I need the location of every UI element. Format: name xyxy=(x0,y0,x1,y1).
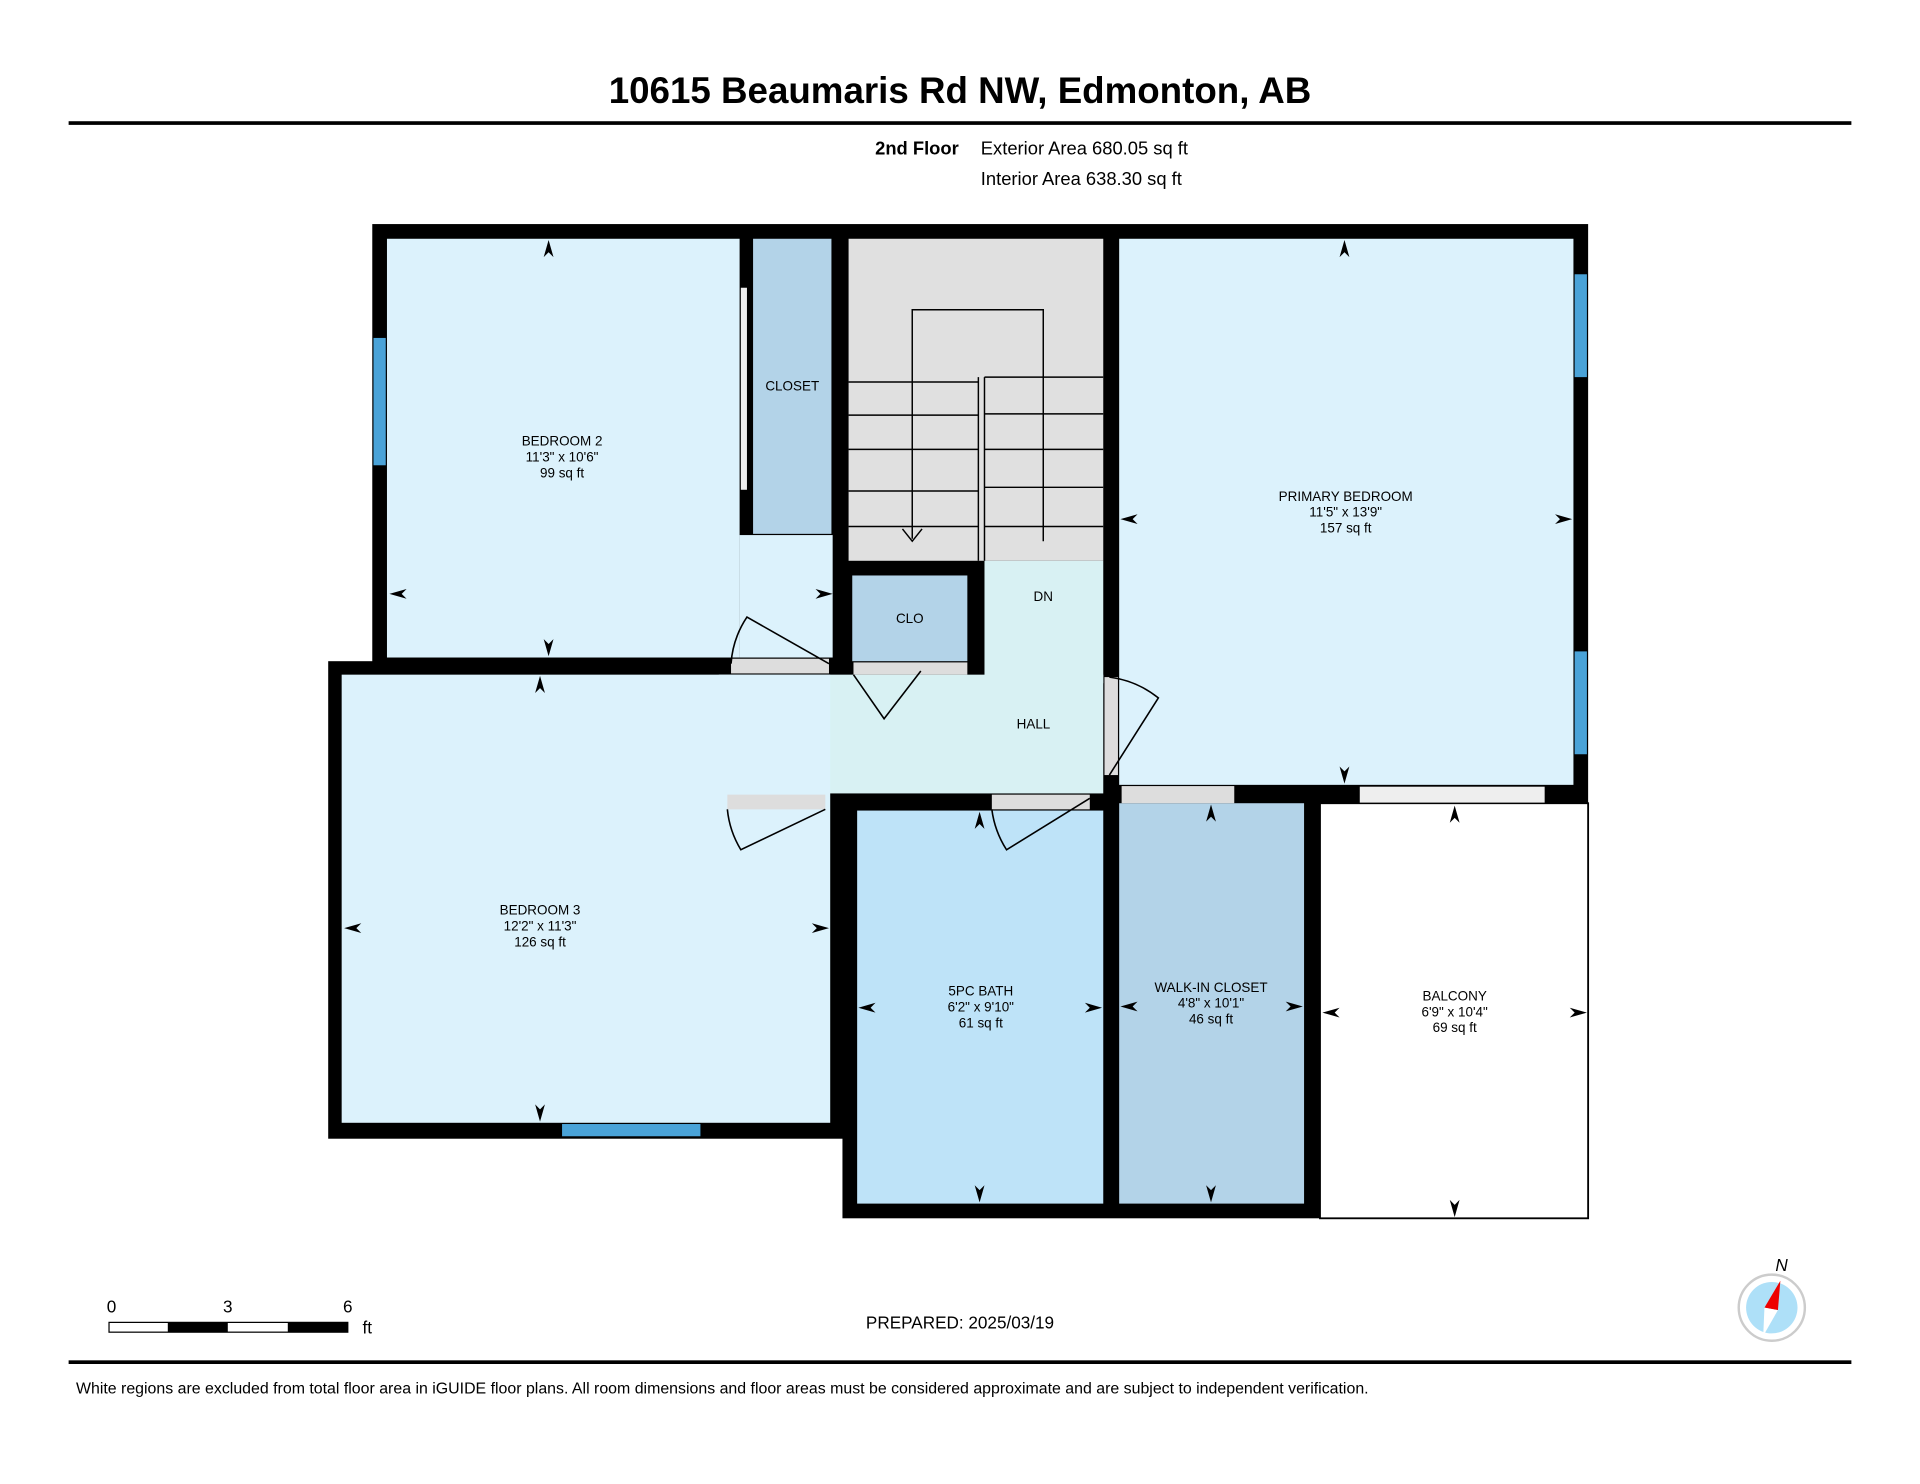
dimension-arrows xyxy=(344,239,1587,1218)
dn-label: DN xyxy=(1034,589,1053,604)
svg-text:N: N xyxy=(1775,1255,1788,1275)
room-clo xyxy=(852,575,968,662)
room-walk-in-closet xyxy=(1119,803,1305,1204)
svg-text:6: 6 xyxy=(343,1297,353,1317)
walkin-area: 46 sq ft xyxy=(1189,1012,1233,1027)
walkin-dims: 4'8" x 10'1" xyxy=(1178,996,1245,1011)
bedroom3-name: BEDROOM 3 xyxy=(500,903,581,918)
header-divider xyxy=(68,121,1852,125)
page-title: 10615 Beaumaris Rd NW, Edmonton, AB xyxy=(609,70,1312,111)
closet-name: CLOSET xyxy=(765,379,819,394)
balcony-area: 69 sq ft xyxy=(1433,1020,1477,1035)
primary-area: 157 sq ft xyxy=(1320,521,1372,536)
primary-dims: 11'5" x 13'9" xyxy=(1309,505,1382,520)
stairs xyxy=(848,238,1104,561)
balcony-dims: 6'9" x 10'4" xyxy=(1422,1004,1489,1019)
bath-name: 5PC BATH xyxy=(948,983,1013,998)
floor-name: 2nd Floor xyxy=(875,137,959,158)
bedroom3-area: 126 sq ft xyxy=(514,934,566,949)
svg-text:3: 3 xyxy=(223,1297,233,1317)
bedroom2-area: 99 sq ft xyxy=(540,466,584,481)
room-primary-bedroom xyxy=(1119,238,1574,785)
svg-text:0: 0 xyxy=(107,1297,117,1317)
room-closet xyxy=(753,238,832,534)
room-balcony xyxy=(1319,802,1590,1220)
disclaimer: White regions are excluded from total fl… xyxy=(76,1380,1369,1397)
footer-divider xyxy=(68,1360,1852,1365)
hall-name: HALL xyxy=(1017,717,1051,732)
windows xyxy=(373,274,1587,1137)
clo-name: CLO xyxy=(896,611,924,626)
door-swings xyxy=(726,616,1160,851)
room-5pc-bath xyxy=(857,810,1104,1204)
walkin-name: WALK-IN CLOSET xyxy=(1154,980,1267,995)
scale-bar: 0 3 6 ft xyxy=(107,1297,373,1338)
room-bedroom-3 xyxy=(341,674,831,1123)
bath-dims: 6'2" x 9'10" xyxy=(948,999,1015,1014)
interior-area: Interior Area 638.30 sq ft xyxy=(981,168,1182,189)
primary-name: PRIMARY BEDROOM xyxy=(1279,489,1413,504)
floor-plan: BEDROOM 2 11'3" x 10'6" 99 sq ft CLOSET … xyxy=(328,224,1590,1220)
bedroom2-dims: 11'3" x 10'6" xyxy=(526,450,599,465)
exterior-area: Exterior Area 680.05 sq ft xyxy=(981,137,1188,158)
balcony-name: BALCONY xyxy=(1423,988,1487,1003)
bedroom2-name: BEDROOM 2 xyxy=(522,434,603,449)
bath-area: 61 sq ft xyxy=(959,1015,1003,1030)
svg-text:ft: ft xyxy=(362,1317,372,1337)
bedroom3-dims: 12'2" x 11'3" xyxy=(504,919,577,934)
prepared-date: PREPARED: 2025/03/19 xyxy=(866,1312,1054,1332)
room-bedroom-2 xyxy=(386,238,740,658)
compass-icon: N xyxy=(1737,1255,1807,1342)
